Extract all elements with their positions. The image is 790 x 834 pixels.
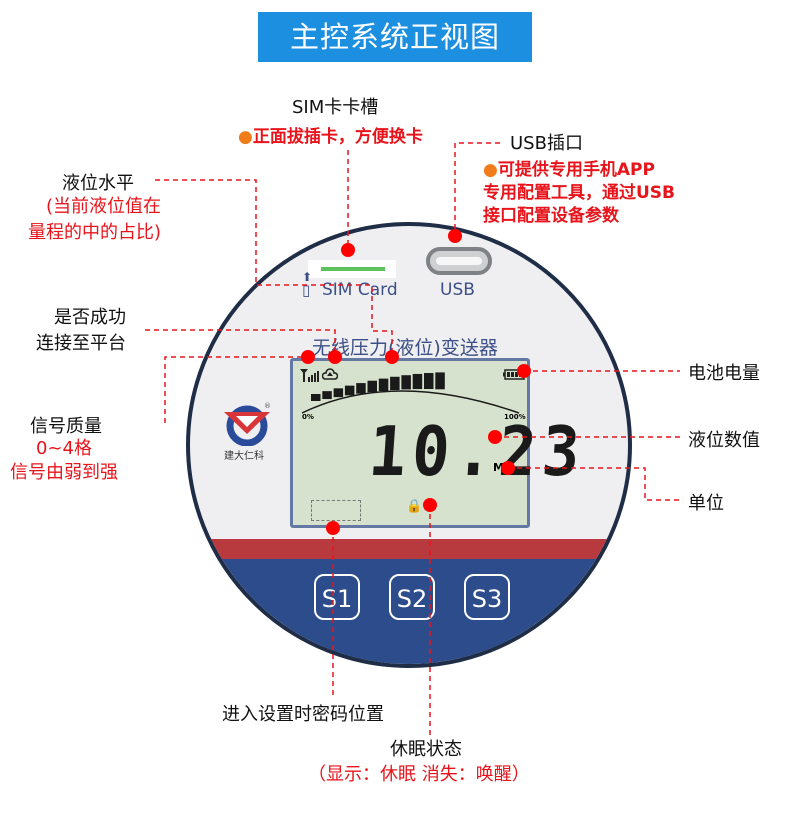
cloud-icon <box>322 368 338 380</box>
level-bar <box>322 391 332 400</box>
level-bar <box>412 373 423 390</box>
level-bar <box>367 380 377 393</box>
brand-logo: ® <box>222 400 272 450</box>
usb-label: USB <box>440 280 475 300</box>
bullet-icon: ● <box>483 160 498 180</box>
unit-title: 单位 <box>688 493 724 514</box>
s2-button[interactable]: S2 <box>389 574 435 620</box>
level-bar <box>435 372 445 390</box>
device-face: S1 S2 S3 <box>186 222 632 668</box>
page-title: 主控系统正视图 <box>258 12 532 62</box>
level-bar <box>311 394 321 401</box>
bullet-icon: ● <box>238 127 253 147</box>
sim-slot[interactable] <box>308 260 396 278</box>
device-name: 无线压力(液位)变送器 <box>312 337 498 359</box>
signal-desc: 0~4格信号由弱到强 <box>10 438 118 483</box>
blue-band <box>190 559 628 664</box>
level-arc <box>301 390 520 414</box>
pct-min: 0% <box>302 413 314 421</box>
sim-arrow-icon: ⬆ <box>302 270 313 284</box>
battery-title: 电池电量 <box>688 363 760 384</box>
svg-text:®: ® <box>264 402 271 410</box>
level-bar <box>344 385 355 396</box>
password-area <box>311 500 361 521</box>
lock-icon: 🔒 <box>406 499 423 514</box>
brand-name: 建大仁科 <box>224 451 264 462</box>
sleep-title: 休眠状态 <box>390 739 462 760</box>
value-title: 液位数值 <box>688 430 760 451</box>
lcd-screen: 0% 100% 10.23 M 🔒 <box>290 358 588 528</box>
signal-title: 信号质量 <box>30 416 102 437</box>
sim-card-icon: ▯ <box>302 281 311 299</box>
red-band <box>190 539 628 559</box>
usb-title: USB插口 <box>510 133 583 154</box>
level-title: 液位水平 <box>62 173 134 194</box>
sim-title: SIM卡卡槽 <box>292 97 379 118</box>
s3-button[interactable]: S3 <box>464 574 510 620</box>
level-bargraph <box>301 372 520 414</box>
sim-desc: ●正面拔插卡，方便换卡 <box>238 127 423 147</box>
usb-port[interactable] <box>426 247 492 275</box>
sleep-desc: （显示：休眠 消失：唤醒） <box>308 764 530 785</box>
s1-button[interactable]: S1 <box>314 574 360 620</box>
signal-icon <box>300 369 319 382</box>
pct-max: 100% <box>504 413 526 421</box>
level-desc: (当前液位值在量程的中的占比) <box>28 196 162 243</box>
level-bar <box>356 383 366 394</box>
level-bar <box>401 375 411 390</box>
level-bar <box>424 373 434 390</box>
level-bar <box>390 376 400 391</box>
level-bar <box>333 388 344 398</box>
password-title: 进入设置时密码位置 <box>222 704 384 725</box>
unit-label: M <box>493 461 504 474</box>
connect-title: 是否成功连接至平台 <box>36 307 126 354</box>
level-bar <box>378 378 389 392</box>
